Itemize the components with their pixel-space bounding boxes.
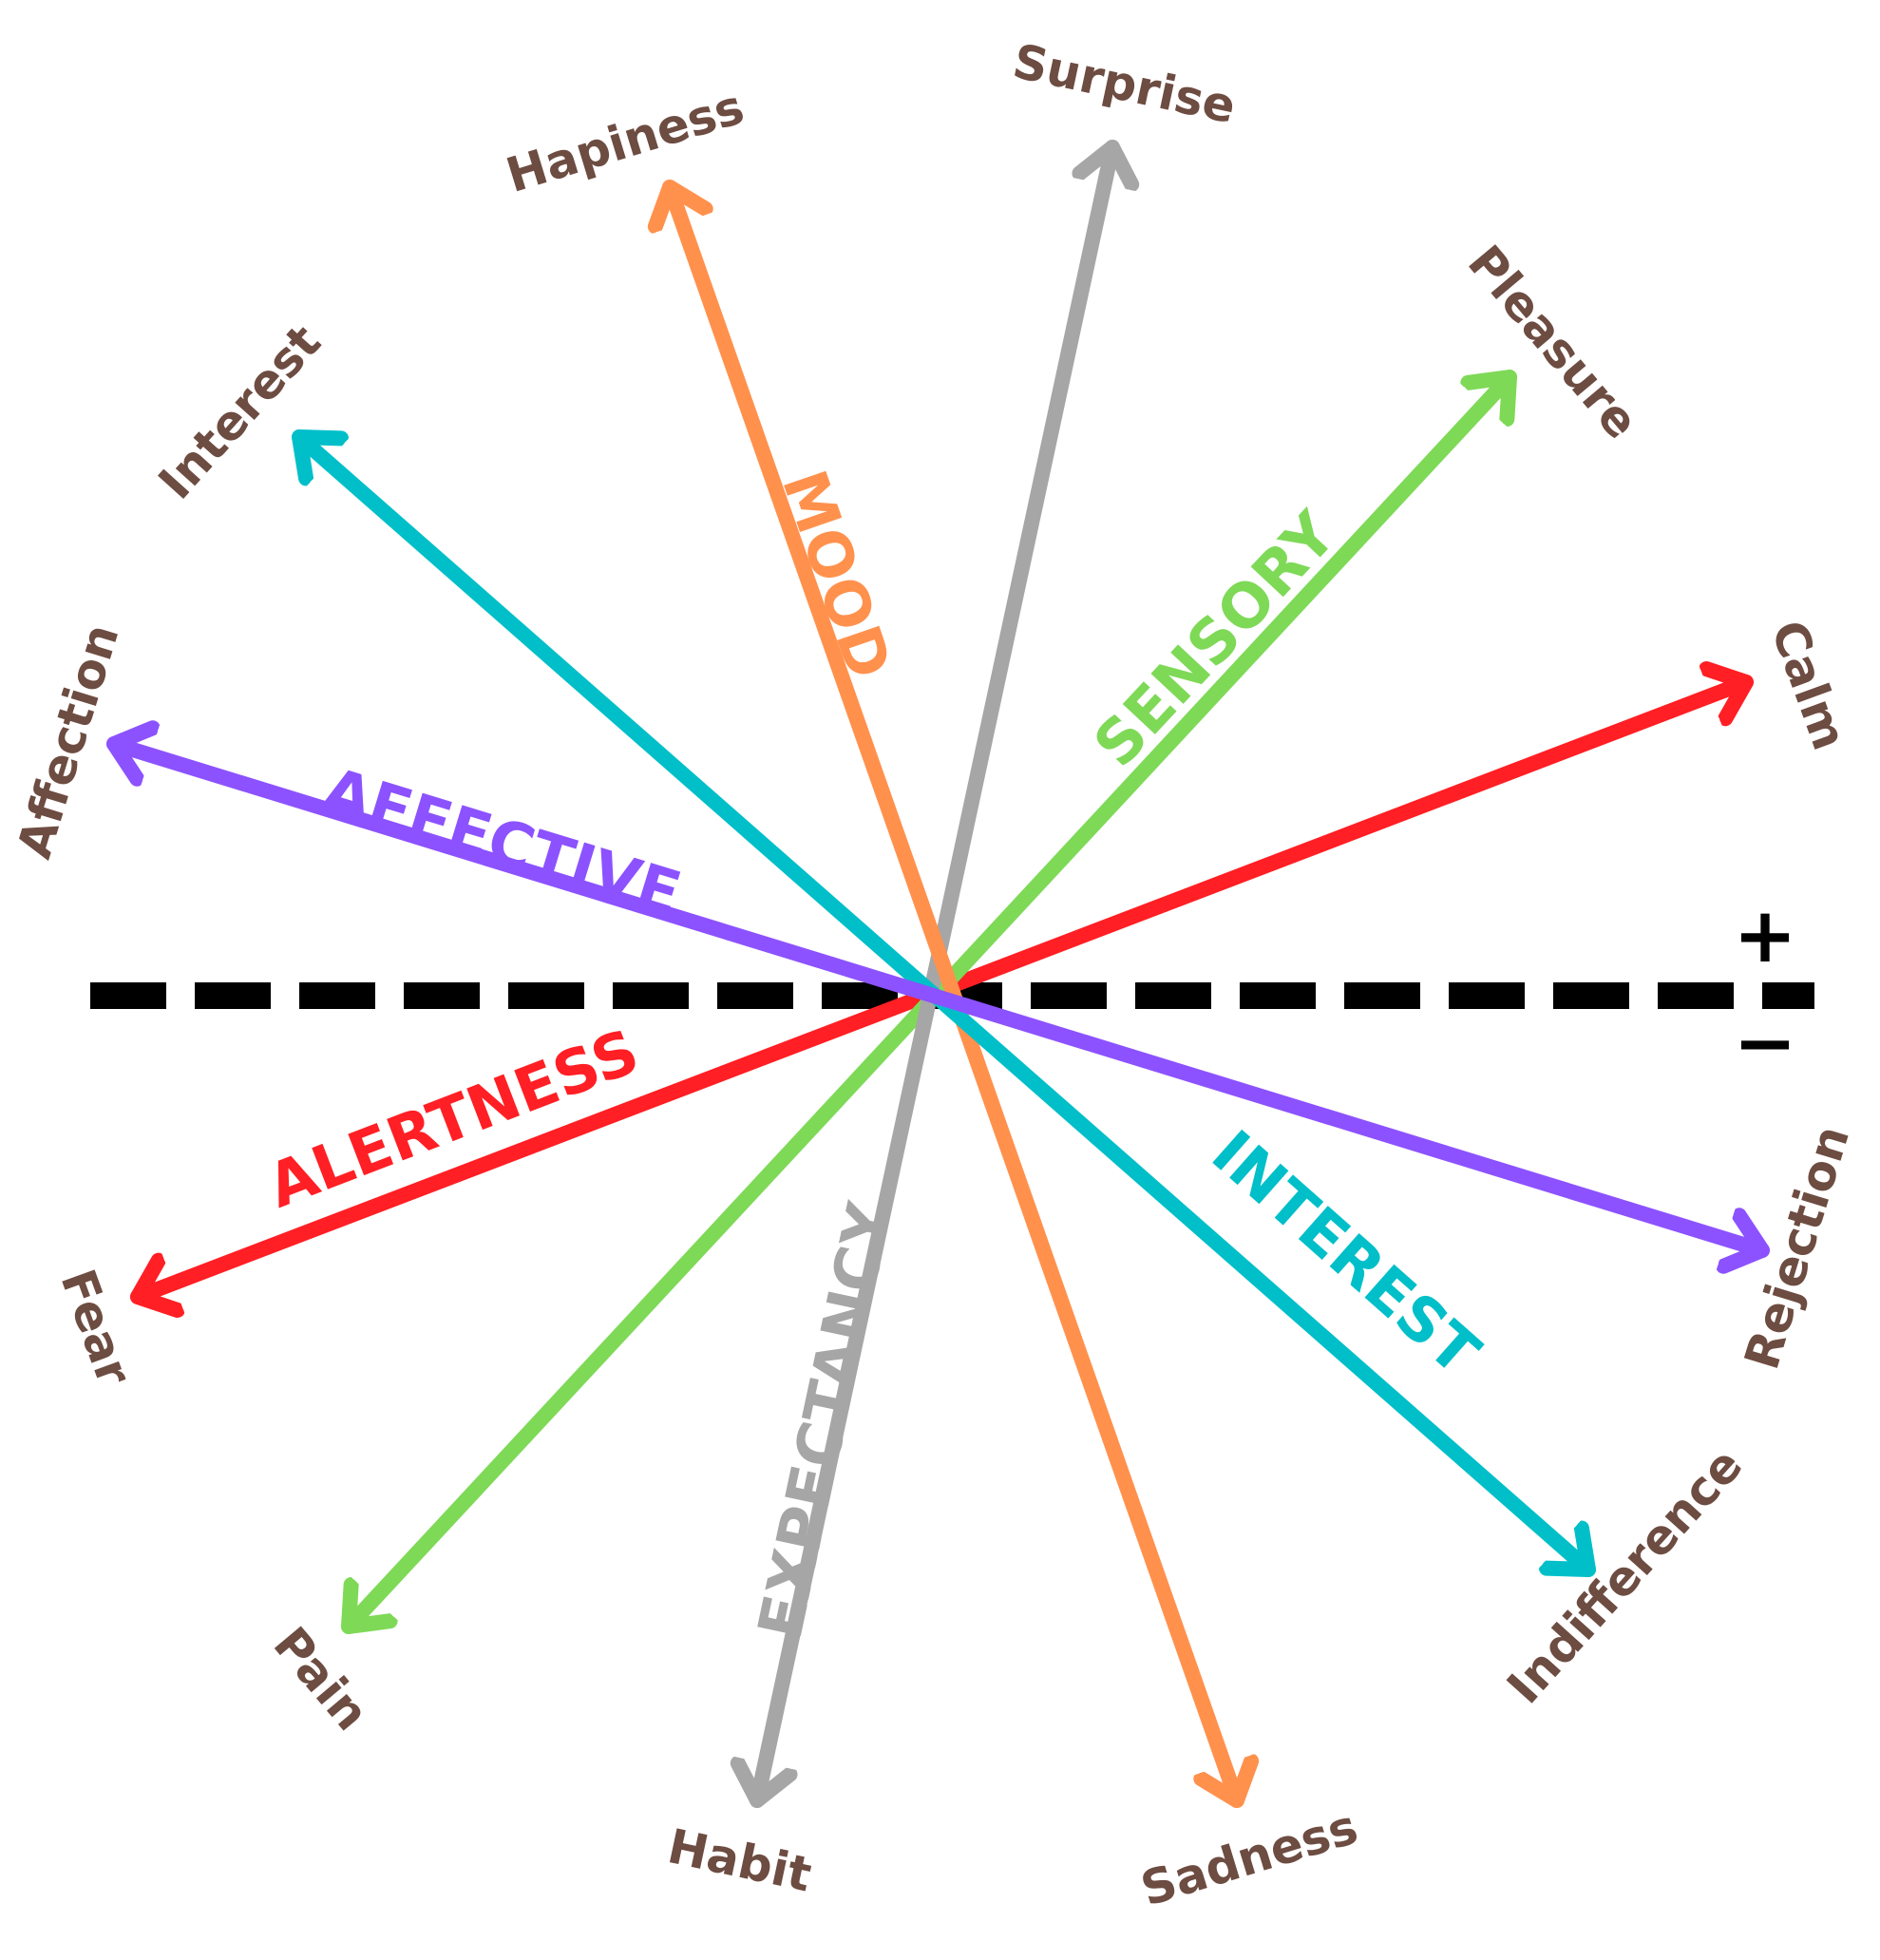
- label-pleasure: Pleasure: [1457, 235, 1649, 448]
- label-hapiness: Hapiness: [500, 79, 750, 203]
- label-habit: Habit: [663, 1818, 816, 1902]
- axis-expectancy: EXPECTANCY: [746, 140, 1112, 1808]
- affective-arrow: [106, 744, 1770, 1250]
- label-indifference: Indifference: [1496, 1437, 1753, 1714]
- positive-sign: +: [1733, 891, 1796, 980]
- axis-arrows: ALERTNESS SENSORY EXPECTANCY MOOD INTERE…: [106, 140, 1770, 1808]
- mood-axis-label: MOOD: [768, 462, 903, 687]
- label-surprise: Surprise: [1008, 33, 1240, 134]
- label-pain: Pain: [263, 1617, 380, 1741]
- label-fear: Fear: [49, 1263, 142, 1393]
- affective-axis-label: AFFECTIVE: [315, 755, 689, 930]
- expectancy-axis-label: EXPECTANCY: [746, 1197, 906, 1646]
- label-interest: Interest: [148, 314, 332, 509]
- label-calm: Calm: [1760, 614, 1857, 757]
- sensory-axis-label: SENSORY: [1081, 499, 1351, 781]
- negative-sign: −: [1733, 999, 1796, 1087]
- label-sadness: Sadness: [1134, 1799, 1363, 1917]
